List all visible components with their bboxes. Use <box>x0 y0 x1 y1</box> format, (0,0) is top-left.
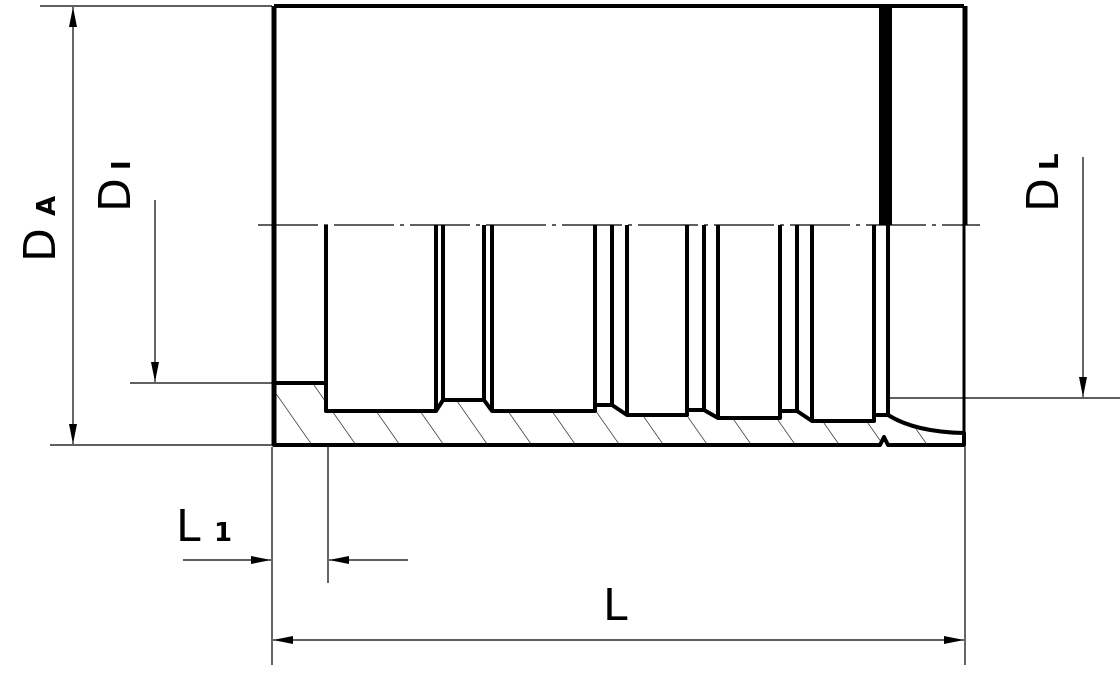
label-da-main: D <box>15 228 66 262</box>
label-di-sub: I <box>107 160 137 170</box>
label-di: D I <box>90 160 141 212</box>
label-dl: D L <box>1018 153 1069 212</box>
label-dl-sub: L <box>1035 153 1065 170</box>
label-di-main: D <box>90 178 141 212</box>
label-l1-main: L <box>176 501 201 552</box>
dimension-lines <box>40 5 1120 665</box>
ferrule-body <box>258 4 980 445</box>
label-da-sub: A <box>32 196 62 216</box>
label-da: D A <box>15 196 66 262</box>
label-l: L <box>603 580 628 631</box>
label-l1-sub: 1 <box>214 518 232 548</box>
label-dl-main: D <box>1018 178 1069 212</box>
label-l1: L 1 <box>176 501 232 552</box>
section-hatch <box>272 381 966 447</box>
